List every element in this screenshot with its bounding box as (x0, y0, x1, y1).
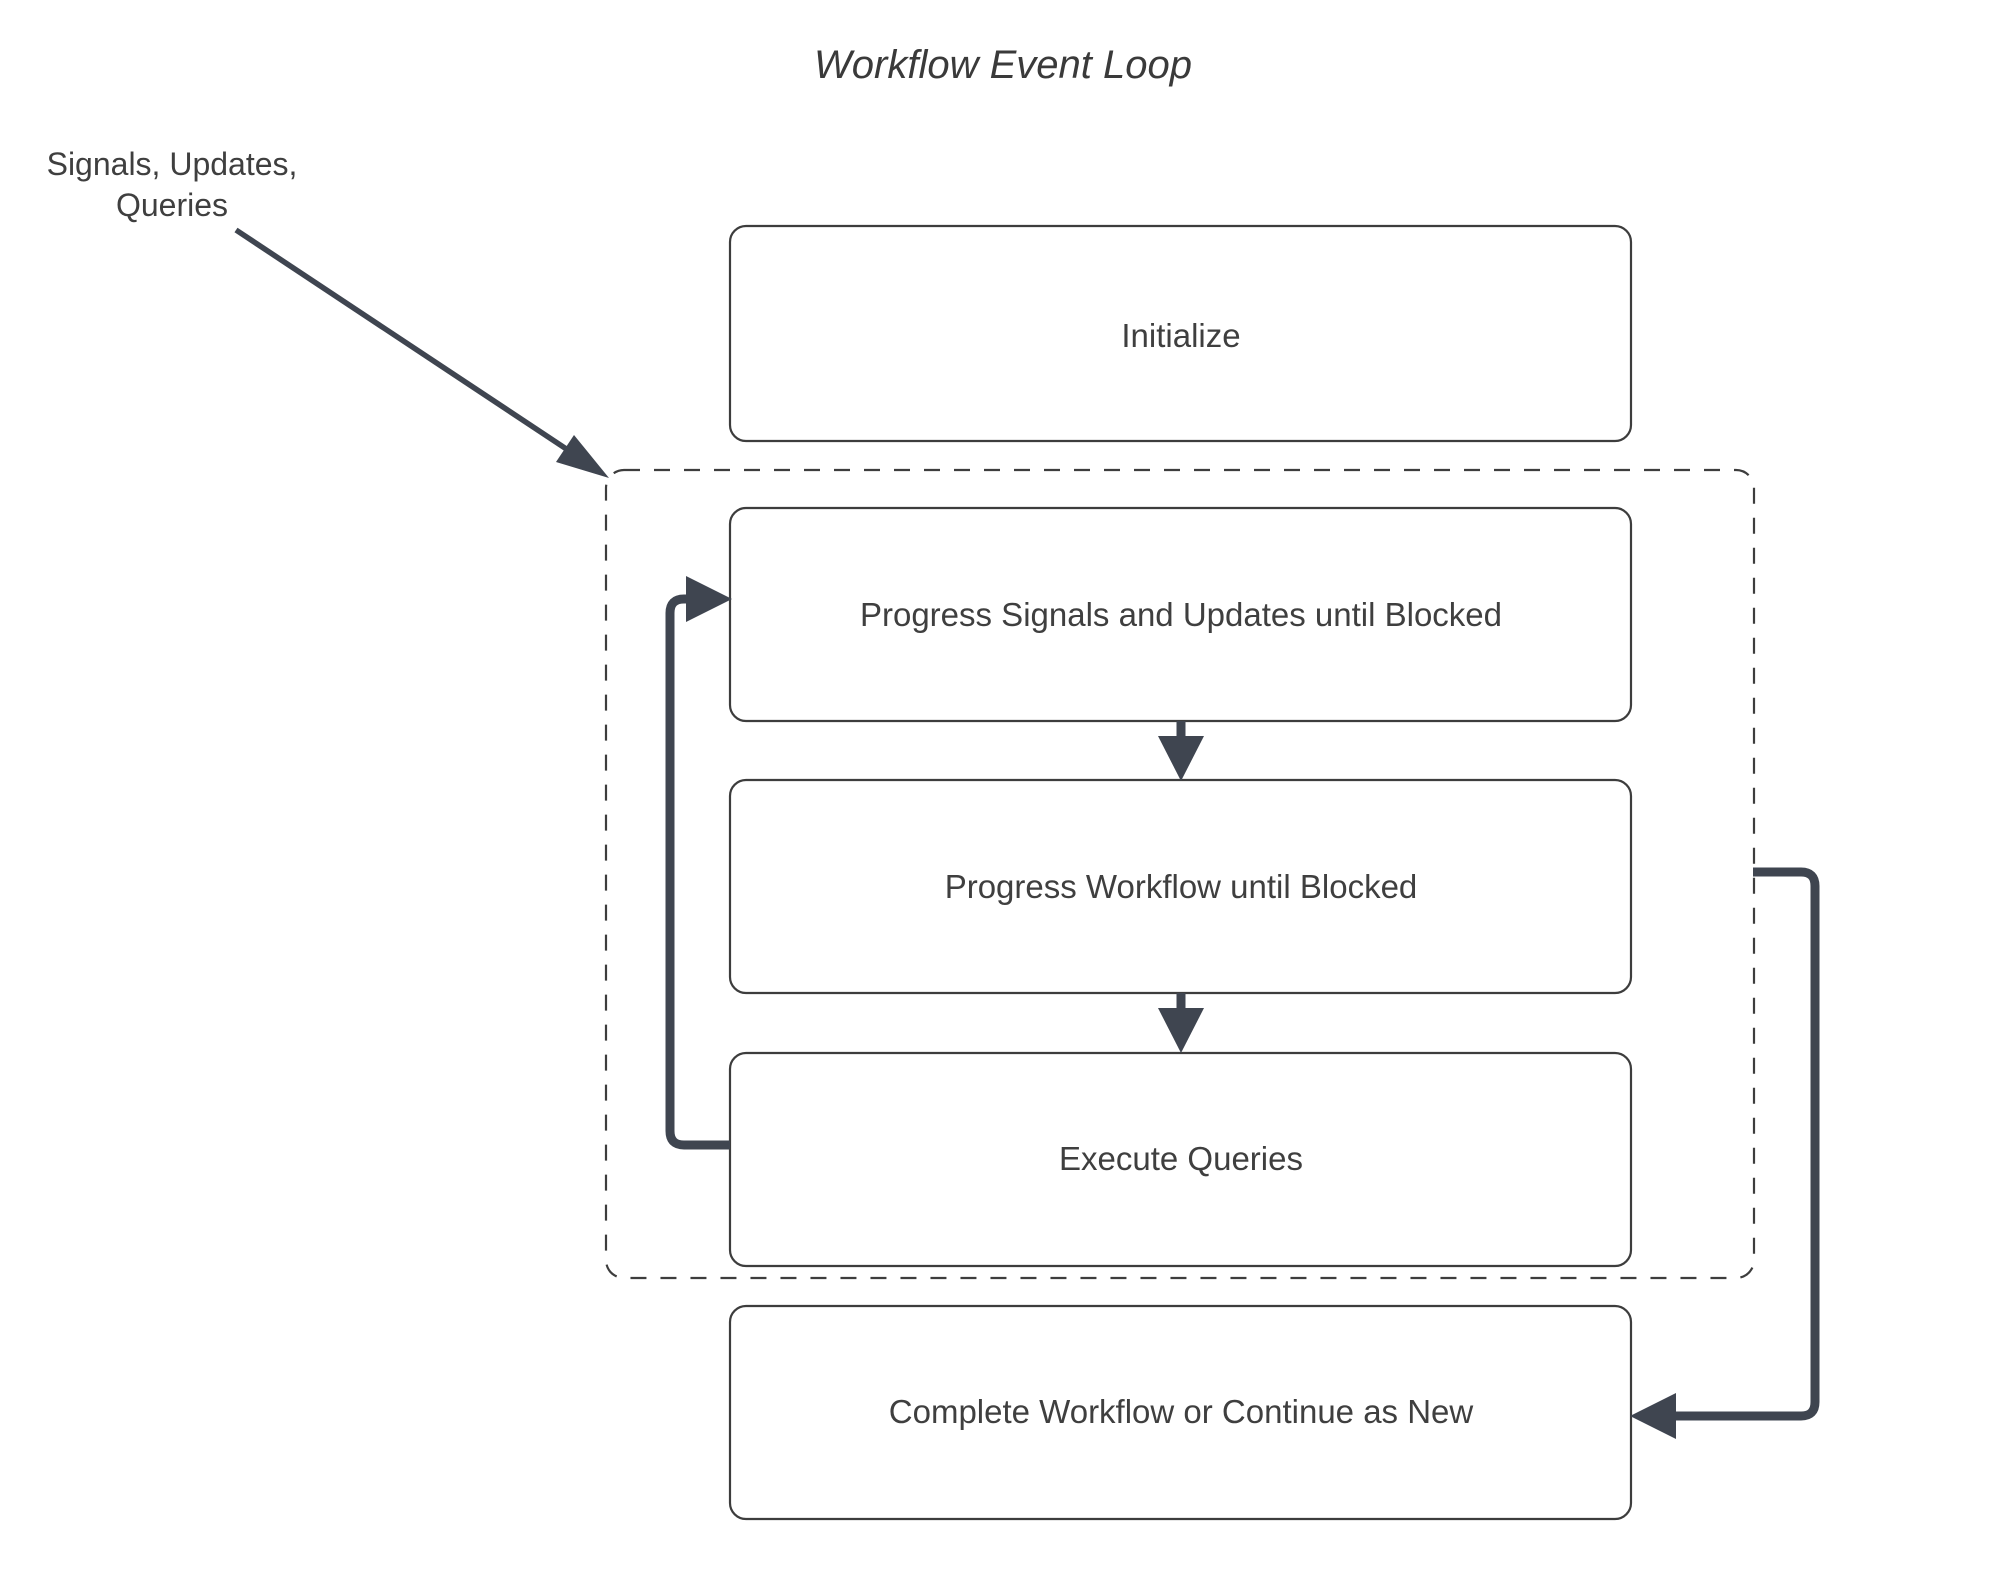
node-initialize[interactable]: Initialize (728, 224, 1633, 443)
event-loop-group-box (604, 468, 1756, 1280)
loop-to-complete-arrow-head (1630, 1393, 1676, 1439)
node-initialize-label: Initialize (1121, 317, 1240, 354)
node-complete-workflow-label: Complete Workflow or Continue as New (889, 1393, 1474, 1430)
node-progress-signals-label: Progress Signals and Updates until Block… (860, 596, 1502, 633)
external-input-label-line1: Signals, Updates, (47, 146, 298, 182)
node-progress-workflow[interactable]: Progress Workflow until Blocked (728, 778, 1633, 995)
signals-to-workflow-arrow-head (1158, 736, 1204, 781)
node-execute-queries-shape[interactable] (728, 1051, 1633, 1268)
edge-workflow-to-queries (1158, 993, 1204, 1053)
external-input-label-line2: Queries (116, 187, 228, 223)
node-execute-queries[interactable]: Execute Queries (728, 1051, 1633, 1268)
node-complete-workflow-shape[interactable] (728, 1304, 1633, 1521)
edge-signals-to-workflow (1158, 721, 1204, 781)
node-execute-queries-label: Execute Queries (1059, 1140, 1303, 1177)
edge-loop-to-complete (1630, 867, 1820, 1439)
node-initialize-shape[interactable] (728, 224, 1633, 443)
node-progress-workflow-label: Progress Workflow until Blocked (945, 868, 1418, 905)
edge-queries-to-signals (665, 576, 732, 1150)
diagram-title: Workflow Event Loop (814, 43, 1192, 87)
node-progress-signals[interactable]: Progress Signals and Updates until Block… (728, 506, 1633, 723)
edge-external-to-loop (234, 227, 609, 478)
node-complete-workflow[interactable]: Complete Workflow or Continue as New (728, 1304, 1633, 1521)
queries-to-signals-arrow-head (686, 576, 732, 622)
workflow-to-queries-arrow-head (1158, 1008, 1204, 1053)
external-arrow-head (556, 435, 609, 478)
